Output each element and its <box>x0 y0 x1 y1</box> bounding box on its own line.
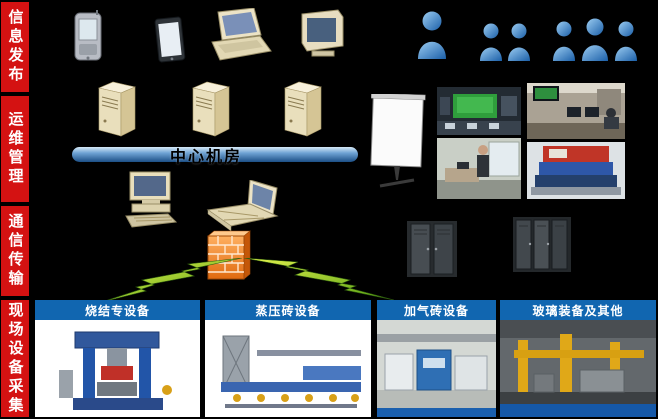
server-tower-icon <box>94 74 140 140</box>
photo-control-room <box>437 87 521 135</box>
server-tower-icon <box>188 74 234 140</box>
user-group-2-icon <box>476 22 536 62</box>
section-label-text: 信息发布 <box>6 9 25 85</box>
server-tower-icon <box>280 74 326 140</box>
panel-glass-equipment: 玻璃装备及其他 <box>500 300 656 417</box>
panel-header: 玻璃装备及其他 <box>500 300 656 320</box>
desktop-computer-icon <box>124 170 182 228</box>
section-label-field-collection: 现场设备采集 <box>1 300 29 417</box>
photo-glass-equipment <box>500 320 656 417</box>
section-label-comm-transmission: 通信传输 <box>1 206 29 296</box>
network-backbone-pipe <box>72 147 358 162</box>
tablet-icon <box>152 16 188 64</box>
firewall-icon <box>206 230 252 282</box>
photo-control-cabinet-2 <box>513 217 571 272</box>
laptop2-icon <box>206 180 282 232</box>
panel-autoclaved-brick-equipment: 蒸压砖设备 <box>205 300 371 417</box>
panel-aerated-brick-equipment: 加气砖设备 <box>377 300 496 417</box>
section-label-text: 通信传输 <box>6 213 25 289</box>
section-label-info-publish: 信息发布 <box>1 2 29 92</box>
lightning-bolt-right <box>244 258 394 300</box>
section-label-text: 现场设备采集 <box>6 301 25 416</box>
panel-header: 蒸压砖设备 <box>205 300 371 320</box>
laptop-icon <box>208 8 274 62</box>
photo-control-cabinet-1 <box>407 221 457 277</box>
photo-operator-desk <box>437 138 521 199</box>
section-label-ops-management: 运维管理 <box>1 96 29 202</box>
panel-title: 加气砖设备 <box>403 303 469 318</box>
crt-monitor-icon <box>298 8 346 58</box>
photo-equipment-rack <box>527 142 625 199</box>
panel-title: 烧结专设备 <box>84 303 150 318</box>
lightning-bolt-left <box>102 258 244 302</box>
user-single-icon <box>416 10 448 60</box>
photo-autoclaved-brick-machine <box>205 320 371 417</box>
center-room-label: 中心机房 <box>170 147 243 166</box>
section-label-text: 运维管理 <box>6 111 25 187</box>
panel-sintering-equipment: 烧结专设备 <box>35 300 200 417</box>
pda-icon <box>72 10 104 62</box>
panel-title: 玻璃装备及其他 <box>532 303 624 318</box>
panel-header: 烧结专设备 <box>35 300 200 320</box>
photo-monitoring-office <box>527 83 625 139</box>
projector-screen-icon <box>366 94 428 190</box>
panel-title: 蒸压砖设备 <box>255 303 321 318</box>
photo-aerated-brick-machine <box>377 320 496 417</box>
photo-sintering-machine <box>35 320 200 417</box>
user-group-3-icon <box>548 18 644 62</box>
panel-header: 加气砖设备 <box>377 300 496 320</box>
